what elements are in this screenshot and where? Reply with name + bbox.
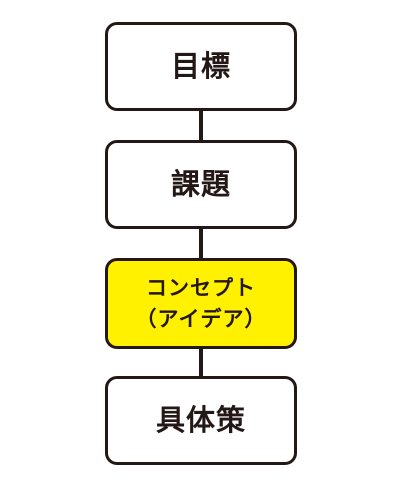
concept-label: コンセプト bbox=[146, 276, 256, 301]
issue-box: 課題 bbox=[105, 140, 297, 229]
concept-box: コンセプト （アイデア） bbox=[105, 258, 297, 349]
idea-label: （アイデア） bbox=[135, 306, 267, 331]
goal-label: 目標 bbox=[170, 49, 231, 84]
connector-line-2 bbox=[199, 226, 203, 260]
action-box: 具体策 bbox=[105, 376, 297, 465]
action-label: 具体策 bbox=[155, 403, 246, 438]
issue-label: 課題 bbox=[170, 167, 231, 202]
connector-line-3 bbox=[199, 346, 203, 378]
goal-box: 目標 bbox=[105, 22, 297, 111]
connector-line-1 bbox=[199, 108, 203, 142]
